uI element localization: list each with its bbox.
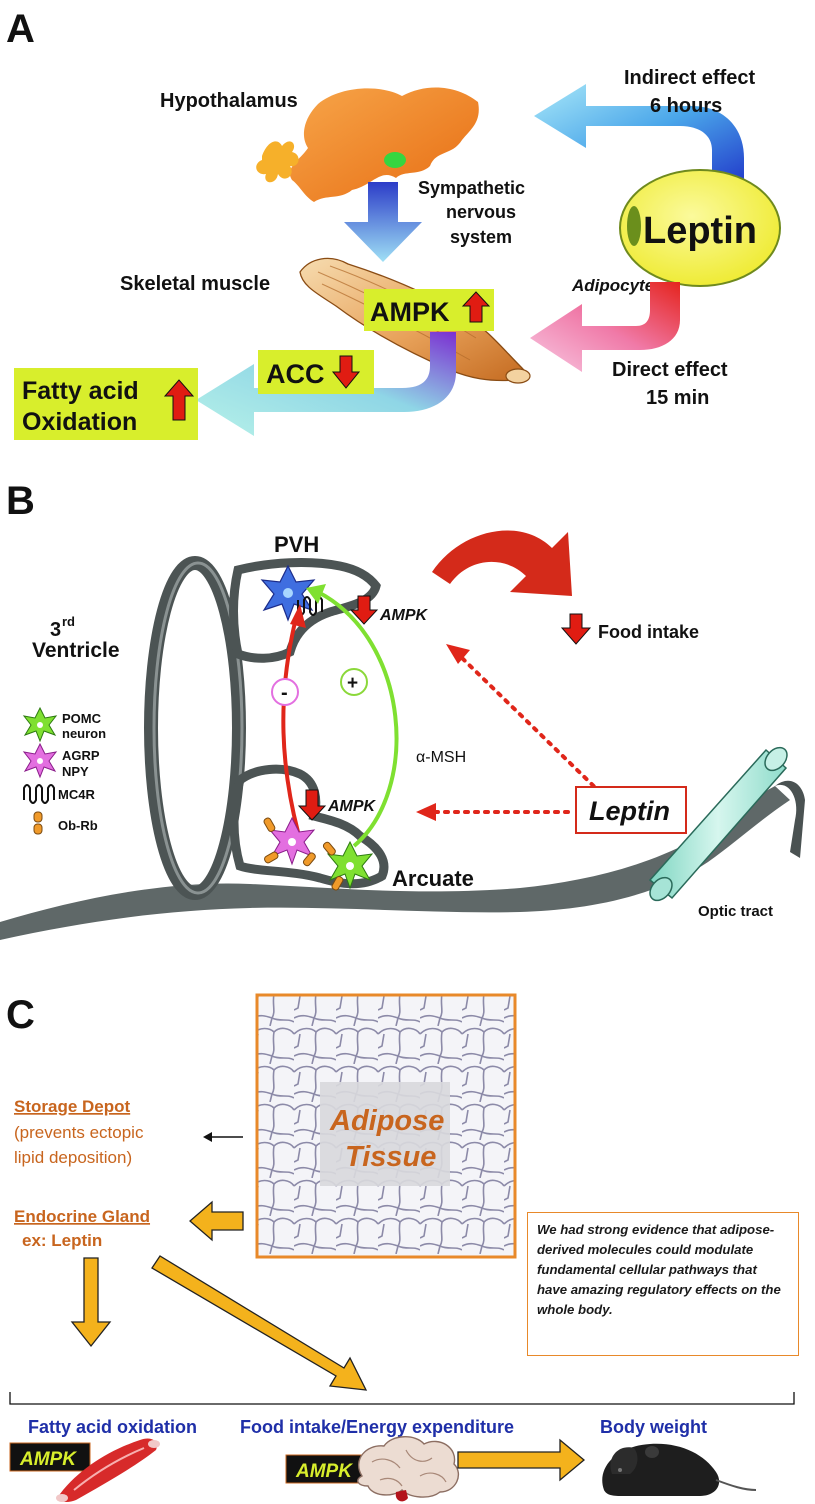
adipocyte-label: Adipocyte [571, 276, 654, 295]
leptin-adipocyte [619, 169, 781, 287]
direct-effect-label: Direct effect [612, 359, 728, 381]
brain-ribbon [0, 780, 805, 940]
legend-pomc-2: neuron [62, 726, 106, 741]
hypothalamus-icon [256, 87, 479, 202]
plus-circle [340, 668, 368, 696]
outcome-fao-label: Fatty acid oxidation [28, 1417, 197, 1437]
direct-effect-arrow [530, 282, 680, 372]
fao-label-2: Oxidation [22, 408, 137, 436]
leptin-to-arcuate-arrowhead [416, 803, 436, 821]
minus-circle [271, 678, 299, 706]
arcuate-nucleus [229, 764, 389, 889]
legend-obrb-icon [33, 811, 43, 835]
brain-icon [357, 1436, 459, 1502]
endocrine-down-arrow [70, 1257, 112, 1348]
ampk-tag-mid [285, 1454, 367, 1484]
storage-depot-line1: (prevents ectopic [14, 1123, 144, 1142]
ampk-label-a: AMPK [370, 297, 450, 327]
legend-agrp-1: AGRP [62, 748, 100, 763]
panel-label-c: C [6, 993, 35, 1037]
adipose-tissue-image [255, 993, 517, 1259]
storage-depot-line2: lipid deposition) [14, 1148, 132, 1167]
adipose-label-2: Tissue [345, 1141, 436, 1173]
outcome-food-label: Food intake/Energy expenditure [240, 1417, 514, 1437]
sympathetic-label-1: Sympathetic [418, 178, 525, 198]
ampk-tag-mid-label: AMPK [295, 1461, 353, 1482]
agrp-neuron-icon [263, 816, 316, 867]
indirect-effect-arrow [534, 84, 744, 190]
food-intake-down-arrow [560, 613, 592, 645]
ampk-tag-left-label: AMPK [19, 1449, 77, 1470]
fao-label-1: Fatty acid [22, 377, 139, 405]
pomc-stim-arc [317, 590, 399, 848]
sympathetic-label-2: nervous [446, 202, 516, 222]
ventricle-label-3: 3 [50, 619, 61, 641]
ventricle-label-rd: rd [62, 614, 75, 629]
optic-tract-label: Optic tract [698, 903, 773, 920]
arcuate-label: Arcuate [392, 866, 474, 891]
legend-mc4r: MC4R [58, 787, 95, 802]
legend-agrp-icon [22, 742, 58, 779]
minus-label: - [281, 682, 288, 704]
endocrine-gland-example: ex: Leptin [22, 1231, 102, 1250]
outcome-bw-label: Body weight [600, 1417, 707, 1437]
ampk-tag-left [9, 1442, 91, 1472]
endocrine-diagonal-arrow [151, 1255, 368, 1391]
acc-label: ACC [266, 359, 325, 389]
amsh-label: α-MSH [416, 749, 466, 766]
indirect-effect-time: 6 hours [650, 95, 722, 117]
energy-to-weight-arrow [457, 1438, 586, 1482]
endocrine-gland-title: Endocrine Gland [14, 1207, 150, 1226]
ampk-label-top: AMPK [379, 607, 429, 624]
optic-tract-tube [648, 746, 788, 902]
legend-pomc-icon [22, 706, 58, 743]
leptin-to-pvh-arrow [460, 656, 610, 802]
plus-label: + [347, 673, 358, 694]
sympathetic-label-3: system [450, 227, 512, 247]
ampk-down-arrow-bottom [297, 789, 327, 821]
third-ventricle-ring [144, 556, 246, 900]
leptin-to-pvh-arrowhead [446, 644, 470, 664]
acc-down-arrow [331, 355, 361, 389]
storage-thin-arrowhead [203, 1132, 212, 1142]
pomc-stim-arrowhead [306, 584, 326, 604]
leptin-label: Leptin [643, 210, 757, 252]
sympathetic-arrow [344, 182, 422, 262]
muscle-icon [56, 1438, 160, 1502]
pomc-neuron-icon [322, 840, 374, 891]
pvh-label: PVH [274, 532, 319, 557]
endocrine-left-arrow [189, 1200, 244, 1242]
ampk-up-arrow-a [461, 291, 491, 323]
leptin-label-b: Leptin [589, 796, 670, 826]
legend-obrb: Ob-Rb [58, 818, 98, 833]
legend-pomc-1: POMC [62, 711, 102, 726]
ventricle-label-2: Ventricle [32, 639, 120, 662]
storage-depot-title: Storage Depot [14, 1097, 131, 1116]
food-intake-curved-arrow [432, 530, 572, 596]
skeletal-muscle-label: Skeletal muscle [120, 273, 270, 295]
evidence-note: We had strong evidence that adipose-deri… [527, 1212, 799, 1356]
agrp-inhibit-arrowhead [290, 604, 306, 628]
agrp-inhibit-arc [281, 617, 300, 833]
ampk-down-arrow-top [349, 595, 379, 625]
panel-label-b: B [6, 479, 35, 523]
direct-effect-time: 15 min [646, 387, 709, 409]
legend-mc4r-icon [23, 784, 55, 804]
adipose-label-1: Adipose [329, 1105, 444, 1137]
legend-agrp-2: NPY [62, 764, 89, 779]
ampk-label-bottom: AMPK [327, 798, 377, 815]
fao-highlight [14, 368, 198, 440]
panel-label-a: A [6, 7, 35, 51]
outcomes-bracket [9, 1392, 795, 1405]
leptin-box-b [575, 786, 687, 834]
fao-up-arrow [163, 379, 195, 421]
pvh-nucleus [229, 558, 381, 663]
food-intake-label: Food intake [598, 622, 699, 642]
indirect-effect-label: Indirect effect [624, 67, 755, 89]
hypothalamus-label: Hypothalamus [160, 90, 298, 112]
mouse-icon [602, 1443, 757, 1496]
fao-arrow [196, 332, 456, 436]
